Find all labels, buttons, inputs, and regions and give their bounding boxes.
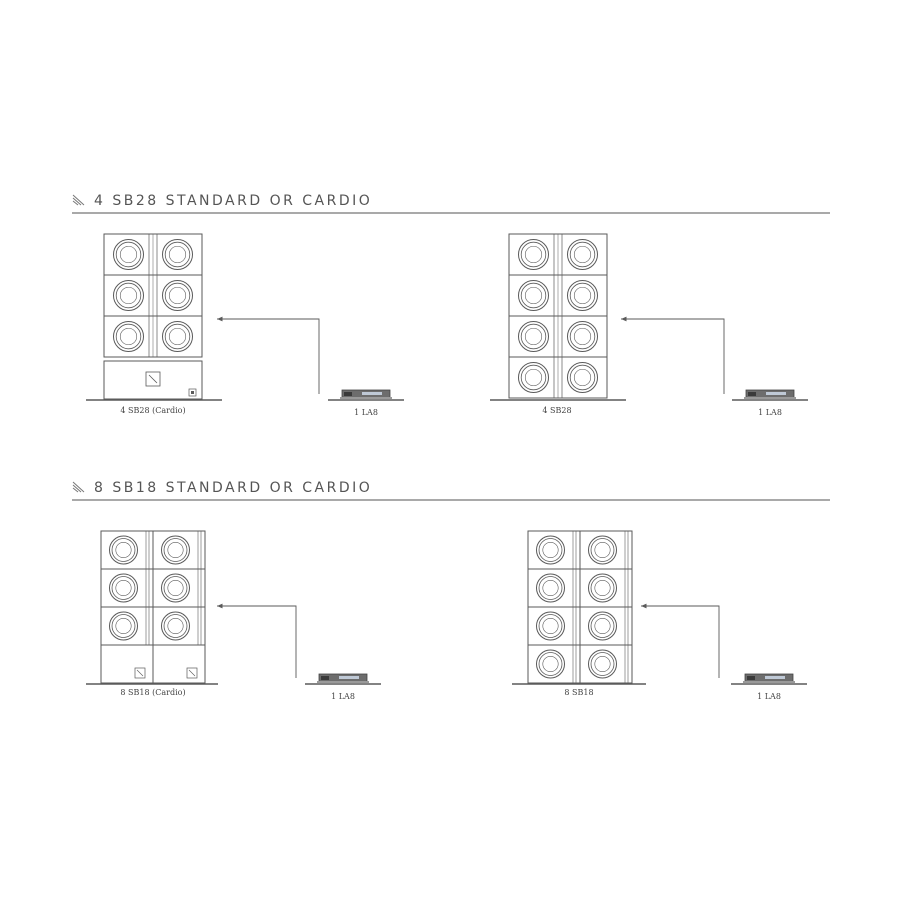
speaker-driver-icon	[567, 280, 598, 311]
speaker-stack-sb28	[490, 233, 626, 401]
speaker-driver-icon	[536, 649, 565, 679]
speaker-stack-sb18	[512, 530, 646, 685]
subwoofer-cabinet-icon	[152, 530, 206, 570]
speaker-driver-icon	[588, 573, 617, 603]
subwoofer-cabinet-icon	[100, 530, 154, 570]
signal-arrow-icon	[641, 603, 720, 678]
amplifier-rack-icon	[305, 673, 381, 685]
speaker-driver-icon	[588, 535, 617, 565]
speaker-driver-icon	[536, 573, 565, 603]
speaker-driver-icon	[109, 611, 138, 641]
speaker-driver-icon	[588, 611, 617, 641]
section-divider	[72, 212, 830, 214]
speaker-driver-icon	[518, 239, 549, 270]
speaker-stack-sb18-cardio	[86, 530, 218, 685]
amplifier-caption: 1 LA8	[757, 692, 781, 701]
speaker-driver-icon	[113, 280, 144, 311]
subwoofer-cabinet-icon	[508, 274, 608, 317]
subwoofer-cabinet-icon	[508, 356, 608, 399]
diagonal-lines-icon	[72, 194, 85, 206]
signal-arrow-icon	[217, 316, 320, 394]
speaker-caption: 4 SB28	[542, 406, 572, 415]
section-title-text: 4 SB28 STANDARD OR CARDIO	[94, 193, 373, 209]
signal-arrow-icon	[621, 316, 725, 394]
speaker-caption: 8 SB18	[564, 688, 594, 697]
subwoofer-cabinet-icon	[579, 568, 633, 608]
subwoofer-cabinet-icon	[508, 315, 608, 358]
amplifier-caption: 1 LA8	[354, 408, 378, 417]
speaker-driver-icon	[536, 535, 565, 565]
amplifier-rack-icon	[731, 673, 807, 685]
speaker-driver-icon	[588, 649, 617, 679]
speaker-driver-icon	[518, 280, 549, 311]
section-title-sb28: 4 SB28 STANDARD OR CARDIO	[72, 193, 372, 209]
speaker-driver-icon	[536, 611, 565, 641]
subwoofer-cabinet-icon	[527, 644, 581, 684]
subwoofer-cabinet-icon	[508, 233, 608, 276]
section-title-text: 8 SB18 STANDARD OR CARDIO	[94, 480, 373, 496]
subwoofer-cabinet-icon	[579, 644, 633, 684]
speaker-caption: 8 SB18 (Cardio)	[120, 688, 186, 697]
speaker-caption: 4 SB28 (Cardio)	[120, 406, 186, 415]
cardio-cabinet-icon	[152, 644, 206, 684]
amplifier-caption: 1 LA8	[331, 692, 355, 701]
subwoofer-cabinet-icon	[527, 606, 581, 646]
subwoofer-cabinet-icon	[152, 568, 206, 608]
subwoofer-cabinet-icon	[103, 233, 203, 276]
amplifier-rack-icon	[732, 389, 808, 401]
speaker-driver-icon	[161, 573, 190, 603]
amplifier-rack-icon	[328, 389, 404, 401]
subwoofer-cabinet-icon	[100, 606, 154, 646]
speaker-driver-icon	[161, 535, 190, 565]
speaker-driver-icon	[113, 239, 144, 270]
speaker-stack-sb28-cardio	[86, 233, 222, 401]
cardio-cabinet-icon	[100, 644, 154, 684]
speaker-driver-icon	[518, 362, 549, 393]
subwoofer-cabinet-icon	[152, 606, 206, 646]
signal-arrow-icon	[217, 603, 297, 678]
speaker-driver-icon	[162, 321, 193, 352]
speaker-driver-icon	[109, 573, 138, 603]
subwoofer-cabinet-icon	[527, 530, 581, 570]
diagonal-lines-icon	[72, 481, 85, 493]
speaker-driver-icon	[567, 239, 598, 270]
speaker-driver-icon	[567, 321, 598, 352]
section-divider	[72, 499, 830, 501]
subwoofer-cabinet-icon	[103, 315, 203, 358]
speaker-driver-icon	[567, 362, 598, 393]
speaker-driver-icon	[113, 321, 144, 352]
speaker-driver-icon	[162, 239, 193, 270]
subwoofer-cabinet-icon	[103, 274, 203, 317]
amplifier-caption: 1 LA8	[758, 408, 782, 417]
subwoofer-cabinet-icon	[579, 606, 633, 646]
speaker-driver-icon	[162, 280, 193, 311]
speaker-driver-icon	[161, 611, 190, 641]
subwoofer-cabinet-icon	[100, 568, 154, 608]
subwoofer-cabinet-icon	[579, 530, 633, 570]
cardio-cabinet-icon	[103, 360, 203, 400]
speaker-driver-icon	[109, 535, 138, 565]
section-title-sb18: 8 SB18 STANDARD OR CARDIO	[72, 480, 372, 496]
subwoofer-cabinet-icon	[527, 568, 581, 608]
speaker-driver-icon	[518, 321, 549, 352]
